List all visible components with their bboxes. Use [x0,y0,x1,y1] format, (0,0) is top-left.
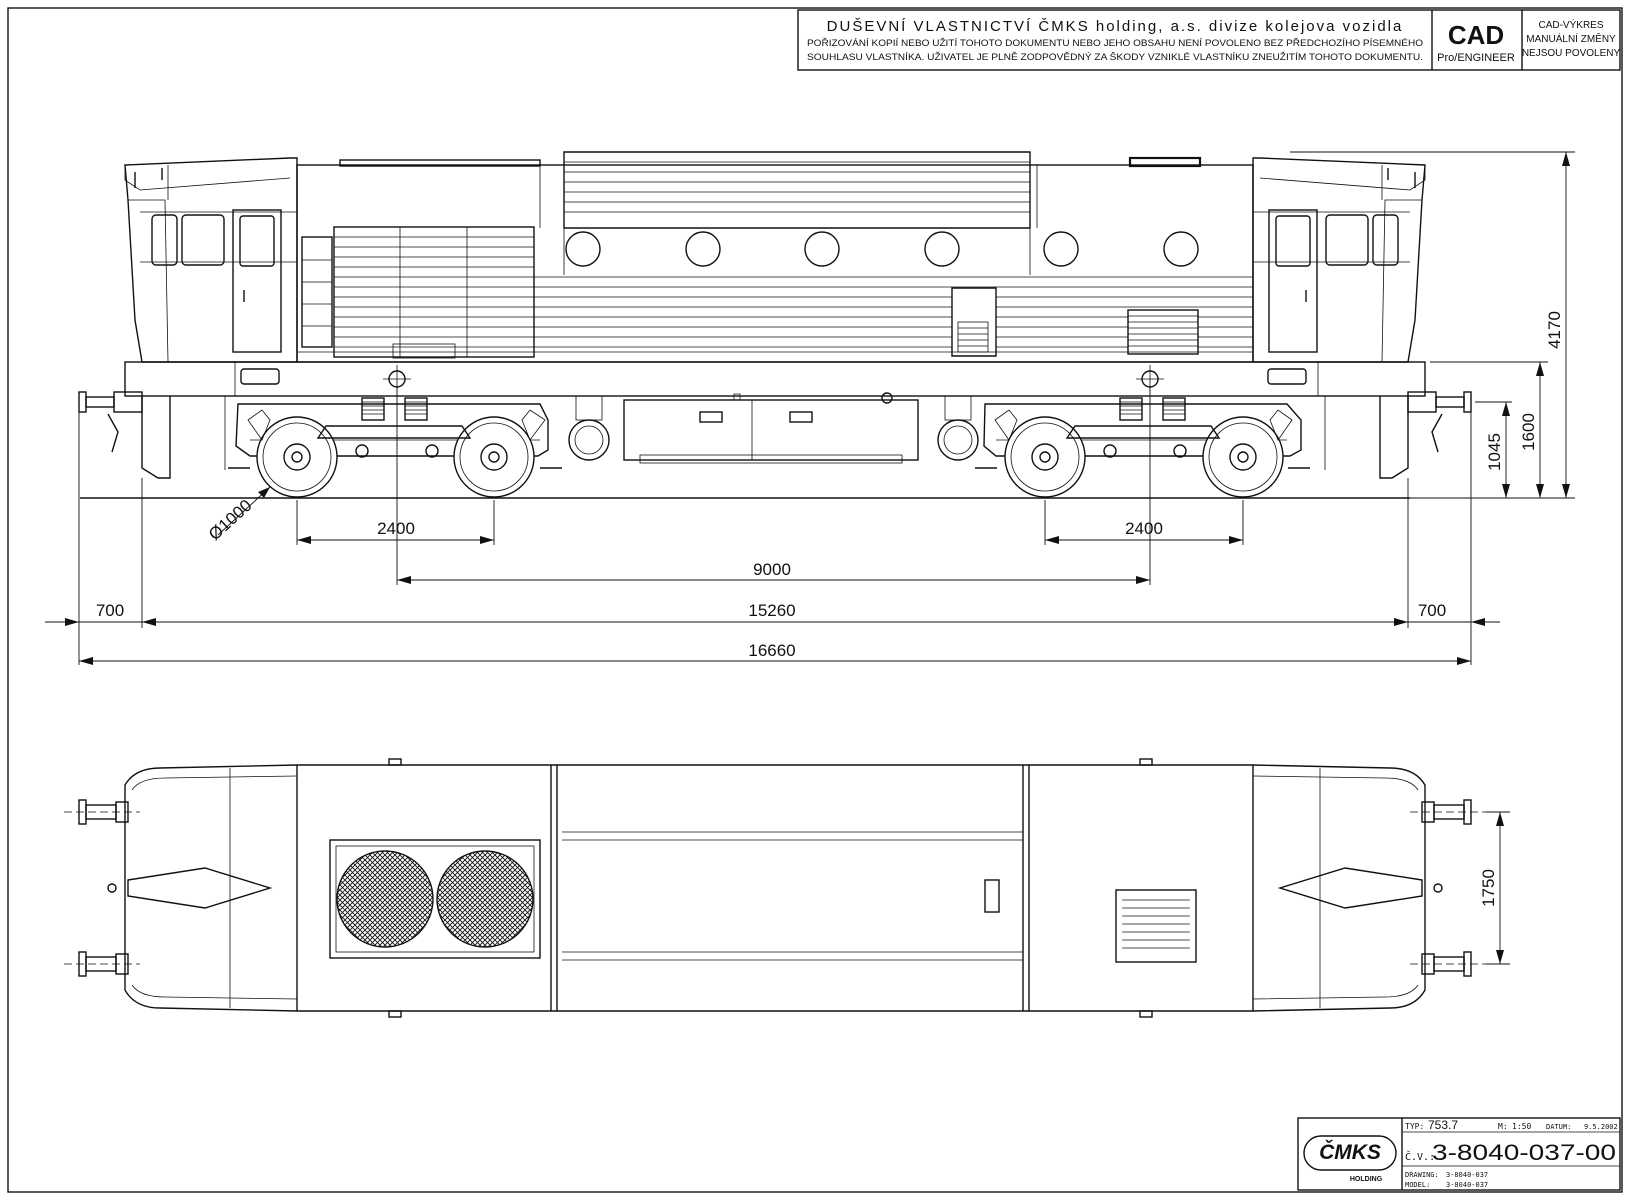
plan-view: 1750 [64,758,1510,1018]
roof-vent-small [984,879,1000,913]
nose-left [127,867,273,909]
wheel-left-1 [256,416,338,498]
porthole-2 [685,231,721,267]
roof-hatch-right [1128,156,1202,168]
ownership-line-1: DUŠEVNÍ VLASTNICTVÍ ČMKS holding, a.s. d… [827,18,1404,35]
cad-note-3: NEJSOU POVOLENY [1522,48,1621,59]
dim-total-height: 4170 [1545,311,1564,349]
dim-buffer-right: 700 [1418,601,1446,620]
porthole-1 [565,231,601,267]
dim-buffer-spacing: 1750 [1479,869,1498,907]
underframe [124,361,1426,479]
fuel-tank [623,392,919,464]
air-reservoirs [568,395,979,461]
cad-label: CAD [1448,20,1504,50]
cv-label: Č.V.: [1405,1150,1435,1163]
drawing-label: DRAWING: [1405,1171,1439,1179]
cmks-logo [1303,1135,1397,1171]
radiator-roof [563,151,1031,229]
drawing-title-block: ČMKS HOLDING TYP: 753.7 M: 1:50 DATUM: 9… [1297,1117,1621,1191]
cab-left [124,157,298,363]
side-grille-right [1127,309,1199,355]
roof-hatch-left [339,159,541,167]
cab-door-left [232,209,282,353]
cooling-fan-2 [436,850,534,948]
wheel-right-1 [1004,416,1086,498]
ownership-line-2: POŘIZOVÁNÍ KOPIÍ NEBO UŽITÍ TOHOTO DOKUM… [807,38,1423,49]
scale-value: 1:50 [1512,1122,1531,1131]
ownership-line-3: SOUHLASU VLASTNÍKA. UŽIVATEL JE PLNĚ ZOD… [807,52,1423,63]
drawing-value: 3-8040-037 [1446,1171,1488,1179]
cooling-fan-1 [336,850,434,948]
side-dimensions: 2400 2400 9000 700 15260 700 16660 Ø1000 [45,151,1575,665]
ownership-title-block: DUŠEVNÍ VLASTNICTVÍ ČMKS holding, a.s. d… [797,9,1621,71]
logo-text: ČMKS [1319,1140,1381,1164]
buffer-right [1407,391,1472,453]
dim-bogie-wheelbase-right: 2400 [1125,519,1163,538]
bogie-springs-right [1119,397,1186,421]
cad-note-2: MANUÁLNÍ ZMĚNY [1526,32,1616,45]
drawing-frame [7,7,1623,1193]
cooling-fans [329,839,541,959]
typ-value: 753.7 [1428,1118,1458,1132]
cv-number: 3-8040-037-00 [1432,1140,1616,1165]
date-value: 9.5.2002 [1584,1123,1618,1131]
nose-right [1277,867,1423,909]
buffer-left [78,391,143,453]
access-door [951,287,997,357]
wheel-right-2 [1202,416,1284,498]
date-label: DATUM: [1546,1123,1571,1131]
side-elevation [78,151,1472,499]
bogie-left [228,397,562,498]
cab-window-left-2 [181,214,225,266]
wheel-left-2 [453,416,535,498]
portholes [565,231,1199,267]
typ-label: TYP: [1405,1122,1424,1131]
cab-window-left-1 [151,214,178,266]
porthole-6 [1163,231,1199,267]
model-value: 3-8040-037 [1446,1181,1488,1189]
dim-bogie-wheelbase-left: 2400 [377,519,415,538]
dim-buffer-left: 700 [96,601,124,620]
bogie-right [975,397,1310,498]
bogie-springs-left [361,397,428,421]
plan-outline [124,764,1426,1012]
dim-body-length: 15260 [748,601,795,620]
radiator-louvres [564,161,1030,213]
porthole-3 [804,231,840,267]
engine-body [296,151,1254,363]
dim-overall-length: 16660 [748,641,795,660]
dim-buffer-height: 1045 [1485,433,1504,471]
cab-right [1252,157,1426,363]
logo-subtext: HOLDING [1350,1176,1383,1183]
model-label: MODEL: [1405,1181,1430,1189]
plan-buffers [64,799,1486,977]
dim-bogie-centres: 9000 [753,560,791,579]
dim-frame-height: 1600 [1519,413,1538,451]
side-louvre-panel-left [301,226,535,358]
roof-grille-plan [1115,889,1197,963]
cad-note-1: CAD-VÝKRES [1538,18,1603,31]
cad-software-label: Pro/ENGINEER [1437,52,1515,64]
porthole-5 [1043,231,1079,267]
porthole-4 [924,231,960,267]
scale-label: M: [1498,1122,1508,1131]
dim-wheel-diameter: Ø1000 [205,496,256,544]
radiator-roof-plan [562,831,1023,961]
